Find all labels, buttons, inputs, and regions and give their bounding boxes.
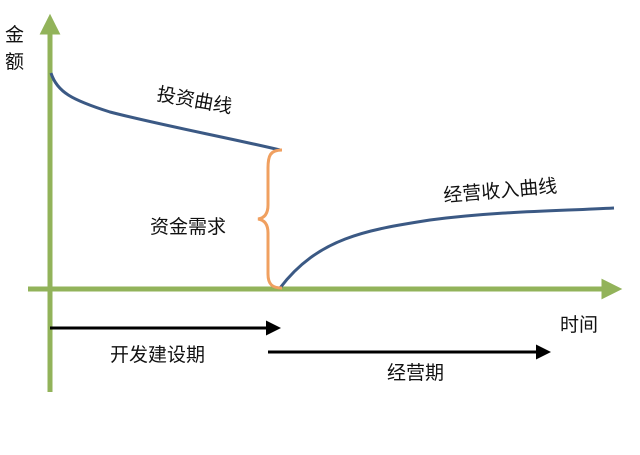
x-axis-label: 时间 <box>560 314 598 336</box>
revenue-curve-label: 经营收入曲线 <box>443 175 558 207</box>
investment-curve <box>49 72 281 152</box>
y-axis-label-bottom: 额 <box>5 51 24 73</box>
capital-need-brace <box>257 148 283 290</box>
capital-need-label: 资金需求 <box>150 216 226 238</box>
investment-curve-label: 投资曲线 <box>155 83 234 118</box>
y-axis-label-top: 金 <box>5 24 24 46</box>
revenue-curve <box>278 206 615 289</box>
development-period-label: 开发建设期 <box>110 344 205 366</box>
operation-period-label: 经营期 <box>387 362 444 384</box>
